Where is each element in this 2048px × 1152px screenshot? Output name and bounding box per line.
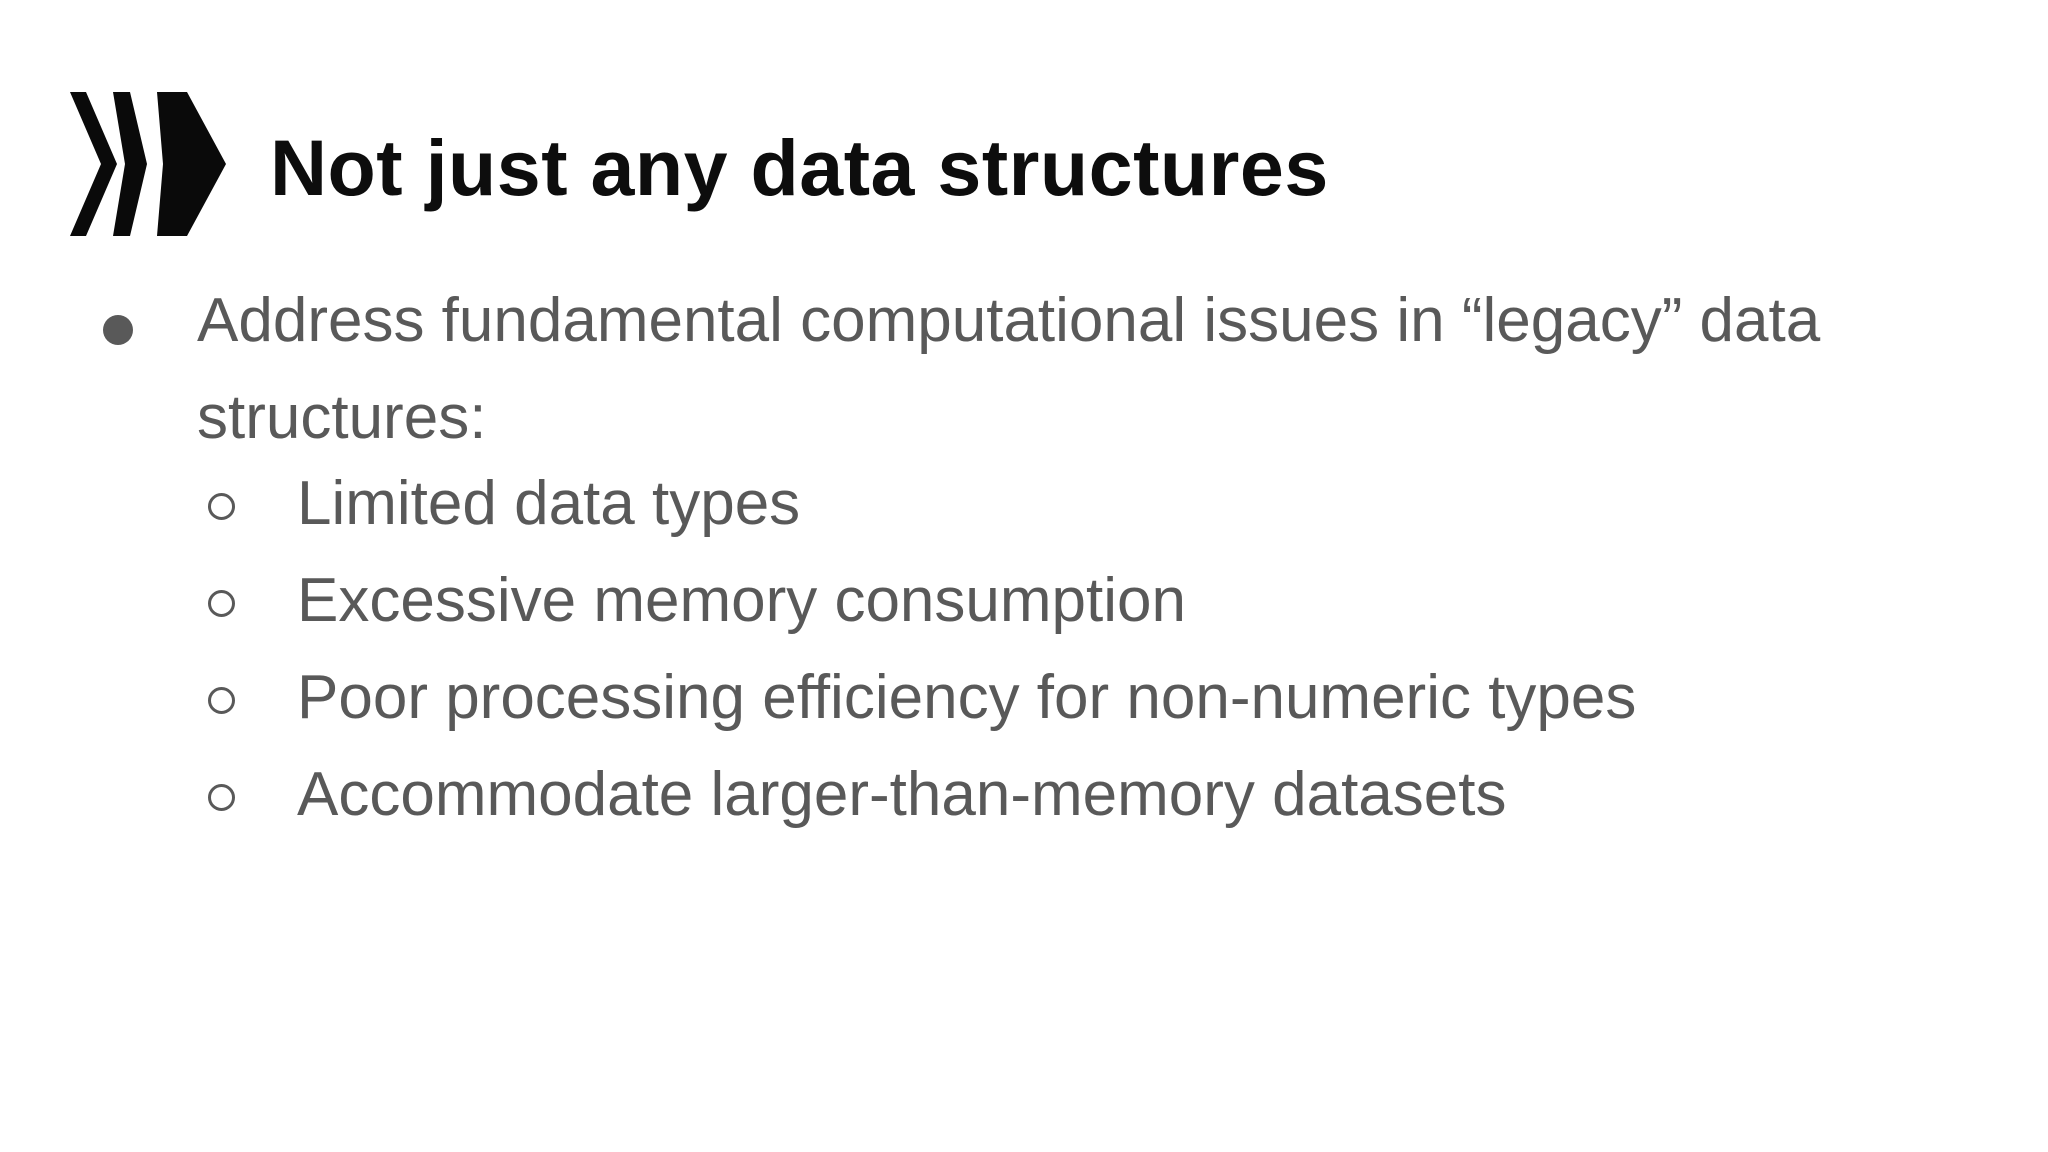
sub-bullet-item: Accommodate larger-than-memory datasets [208, 746, 1636, 843]
sub-bullet-list: Limited data types Excessive memory cons… [208, 455, 1637, 843]
triple-chevron-right-icon [66, 92, 230, 236]
sub-bullet-text: Limited data types [297, 469, 801, 538]
hollow-bullet-icon [208, 784, 235, 811]
sub-bullet-text: Poor processing efficiency for non-numer… [297, 663, 1637, 732]
hollow-bullet-icon [208, 493, 235, 520]
filled-bullet-icon [103, 315, 133, 345]
sub-bullet-text: Excessive memory consumption [297, 566, 1186, 635]
hollow-bullet-icon [208, 590, 235, 617]
sub-bullet-item: Limited data types [208, 455, 1636, 552]
sub-bullet-item: Excessive memory consumption [208, 552, 1636, 649]
sub-bullet-item: Poor processing efficiency for non-numer… [208, 649, 1637, 746]
main-bullet-text: Address fundamental computational issues… [197, 286, 1821, 452]
slide-title: Not just any data structures [270, 123, 1329, 212]
hollow-bullet-icon [208, 687, 235, 714]
sub-bullet-text: Accommodate larger-than-memory datasets [297, 760, 1507, 829]
